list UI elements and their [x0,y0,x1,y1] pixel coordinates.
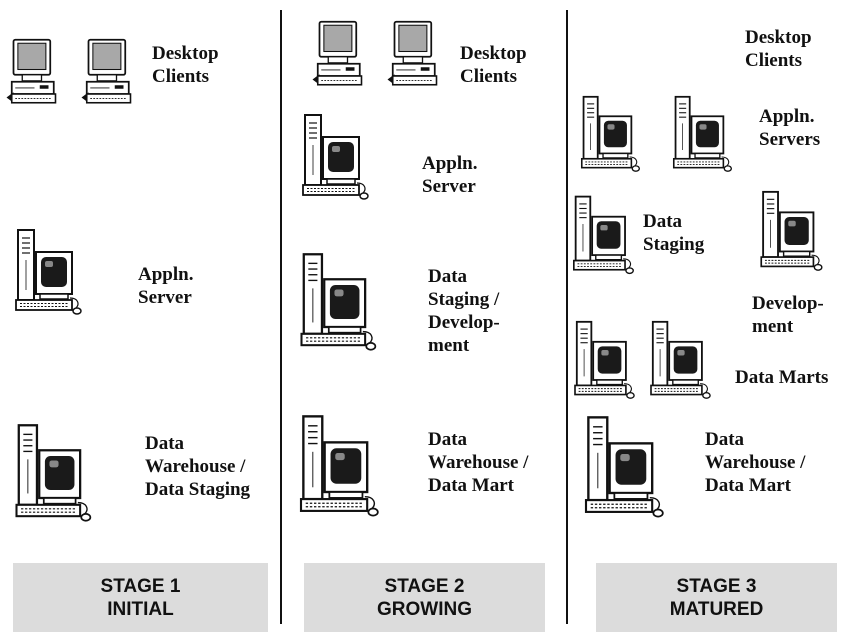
stage-3-status: MATURED [669,598,764,620]
stage-1-status: INITIAL [107,598,174,620]
stage3-desktop-clients-label: Desktop Clients [745,27,812,71]
stage-1-box: STAGE 1 INITIAL [13,563,268,632]
stage2-desktop-clients-label: Desktop Clients [460,43,527,87]
desktop-computer-icon [4,38,58,108]
stage-2-status: GROWING [377,598,472,620]
stage-3-title: STAGE 3 [676,575,757,597]
stage-3-box: STAGE 3 MATURED [596,563,837,632]
stage-divider-2-3 [566,10,568,624]
stage2-application-server-label: Appln. Server [422,153,478,197]
stage1-desktop-clients-label: Desktop Clients [152,43,219,87]
stage-2-title: STAGE 2 [384,575,465,597]
desktop-computer-icon [310,20,364,90]
tower-server-icon [572,320,638,400]
stage-2-box: STAGE 2 GROWING [304,563,545,632]
stage2-data-staging-development-label: Data Staging / Develop- ment [428,266,500,356]
stage3-data-marts-label: Data Marts [735,367,829,388]
stage3-application-servers-label: Appln. Servers [759,106,821,150]
tower-server-icon [648,320,714,400]
tower-server-icon [672,93,734,175]
stage1-application-server-label: Appln. Server [138,264,194,308]
tower-server-icon [580,93,642,175]
tower-server-icon [580,415,670,519]
stage-divider-1-2 [280,10,282,624]
tower-server-icon [295,414,385,518]
stage3-data-staging-label: Data Staging [643,211,705,255]
desktop-computer-icon [79,38,133,108]
tower-server-icon [758,190,826,272]
tower-server-icon [295,252,383,352]
stage-1-title: STAGE 1 [100,575,181,597]
stage2-data-warehouse-label: Data Warehouse / Data Mart [428,429,529,496]
tower-server-icon [300,113,372,201]
stage1-data-warehouse-label: Data Warehouse / Data Staging [145,433,251,500]
tower-server-icon [14,228,84,316]
tower-server-icon [10,423,98,523]
tower-server-icon [572,193,636,277]
stage3-data-warehouse-label: Data Warehouse / Data Mart [705,429,806,496]
desktop-computer-icon [385,20,439,90]
stage3-development-label: Develop- ment [752,293,824,337]
